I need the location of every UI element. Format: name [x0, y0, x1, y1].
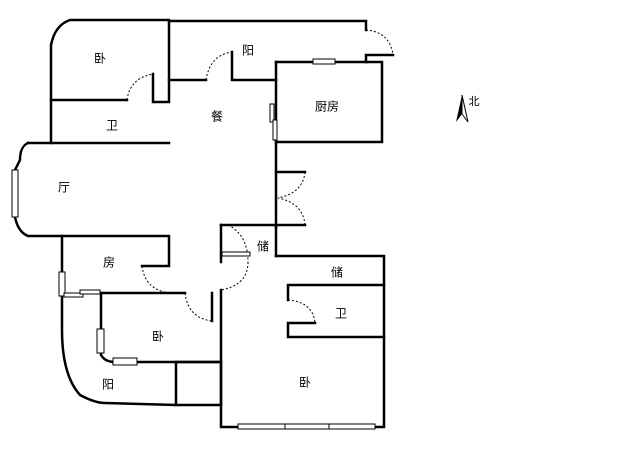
- room-label-bedroom: 卧: [151, 329, 165, 344]
- north-arrow-icon: [456, 94, 469, 123]
- windows: [11, 58, 376, 430]
- walls: [13, 18, 395, 429]
- compass-label: 北: [468, 95, 480, 108]
- room-label-bedroom: 卧: [93, 51, 107, 66]
- room-label-balcony: 阳: [101, 377, 115, 392]
- room-label-bathroom: 卫: [105, 118, 119, 133]
- room-label-living: 厅: [57, 180, 71, 195]
- doors: [126, 29, 394, 324]
- room-label-storage: 储: [330, 265, 344, 280]
- room-label-balcony: 阳: [241, 43, 255, 58]
- room-label-storage: 储: [256, 239, 270, 254]
- room-label-bathroom: 卫: [334, 306, 348, 321]
- room-label-kitchen: 厨房: [314, 99, 340, 114]
- room-label-master-bedroom: 卧: [298, 375, 312, 390]
- room-label-room: 房: [102, 255, 116, 270]
- room-label-dining: 餐: [210, 109, 224, 124]
